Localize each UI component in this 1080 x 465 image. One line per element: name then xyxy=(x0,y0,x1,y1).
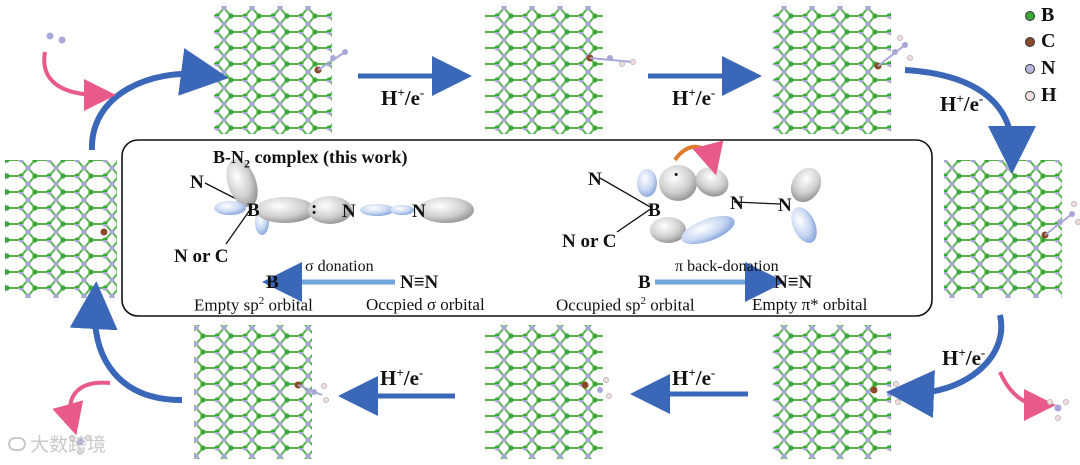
n2-molecule-icon xyxy=(46,32,66,44)
left-caption-empty-sp2: Empty sp2 orbital xyxy=(194,295,313,315)
complex-title: B-N2 complex (this work) xyxy=(213,147,408,171)
right-atom-n-end: N xyxy=(778,195,792,216)
pi-backdonation-orbitals xyxy=(599,140,822,245)
left-caption-occupied-sigma: Occpied σ orbital xyxy=(366,295,485,314)
lattice-sheet-top-1 xyxy=(214,6,348,134)
right-atom-n-or-c: N or C xyxy=(562,231,617,252)
lattice-sheet-left-mid xyxy=(5,160,117,298)
sigma-donor-n2: N≡N xyxy=(400,272,439,293)
curved-arrow-bottom-right xyxy=(886,314,1005,418)
lattice-sheet-top-2 xyxy=(485,6,636,134)
step-label-right-bottom: H+/e- xyxy=(942,345,986,370)
legend-item-c: C xyxy=(1025,30,1055,53)
right-atom-n-mid: N xyxy=(730,193,744,214)
curved-arrow-top-right xyxy=(904,67,1036,174)
step-label-top-1: H+/e- xyxy=(381,85,425,110)
curved-arrow-bottom-left xyxy=(69,281,183,403)
mechanism-panel xyxy=(121,139,933,317)
left-atom-n-end: N xyxy=(412,201,426,222)
step-label-bottom-1: H+/e- xyxy=(672,365,716,390)
pi-acceptor-n2: N≡N xyxy=(774,272,813,293)
curved-arrow-top-left xyxy=(88,48,229,151)
lattice-sheet-bottom-1 xyxy=(194,325,329,459)
step-label-top-2: H+/e- xyxy=(672,85,716,110)
right-caption-empty-pi: Empty π* orbital xyxy=(752,295,868,314)
left-atom-n-mid: N xyxy=(342,201,356,222)
right-atom-n-top: N xyxy=(588,169,602,190)
left-atom-n-or-c: N or C xyxy=(174,246,229,267)
lattice-sheet-bottom-3 xyxy=(773,325,901,459)
lattice-sheet-top-3 xyxy=(773,6,913,134)
sigma-complex-orbitals xyxy=(204,159,474,245)
pink-arrow-nh3-out-left xyxy=(52,380,111,436)
left-atom-n-top: N xyxy=(190,172,204,193)
legend-item-n: N xyxy=(1025,57,1055,80)
pi-backdonation-label: π back-donation xyxy=(675,258,779,275)
pink-arrow-nh3-out-right xyxy=(998,371,1056,421)
step-label-right-top: H+/e- xyxy=(940,91,984,116)
chat-bubble-icon xyxy=(8,436,26,451)
legend-item-h: H xyxy=(1025,84,1057,107)
carbon-dot-icon xyxy=(1025,36,1035,47)
nh3-molecule-icon-left xyxy=(69,435,91,455)
boron-dot-icon xyxy=(1025,10,1035,21)
step-label-bottom-2: H+/e- xyxy=(380,365,424,390)
right-caption-occupied-sp2: Occupied sp2 orbital xyxy=(556,295,695,315)
sigma-acceptor-b: B xyxy=(266,272,279,293)
nitrogen-dot-icon xyxy=(1025,63,1035,74)
pi-donor-b: B xyxy=(638,272,651,293)
right-radical-dot: · xyxy=(673,165,680,186)
lattice-sheet-bottom-2 xyxy=(485,325,612,459)
right-atom-b: B xyxy=(648,200,661,221)
nh3-molecule-icon-right xyxy=(1047,399,1069,421)
left-lone-pair: : xyxy=(311,198,318,219)
pink-arrow-n2-in xyxy=(42,51,116,111)
sigma-donation-label: σ donation xyxy=(305,258,374,275)
watermark: 大数跨境 xyxy=(8,430,106,457)
hydrogen-dot-icon xyxy=(1025,90,1035,101)
lattice-sheet-right-mid xyxy=(944,160,1080,298)
left-atom-b: B xyxy=(247,200,260,221)
legend-item-b: B xyxy=(1025,4,1054,27)
